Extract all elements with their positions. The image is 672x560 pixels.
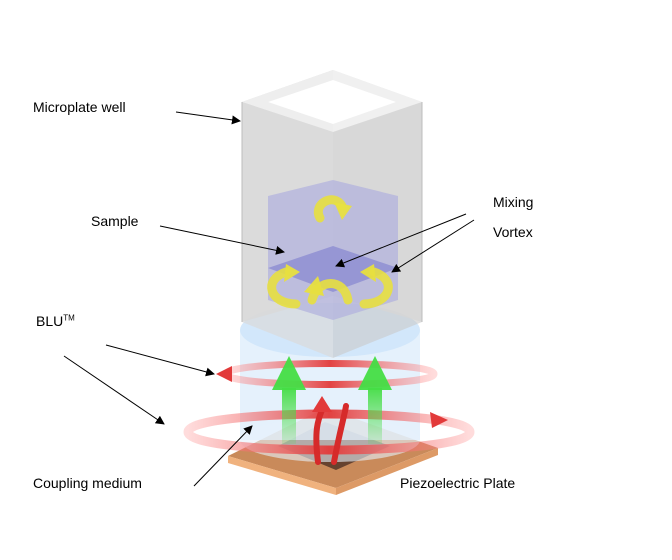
leader-mixing-inner bbox=[335, 213, 467, 268]
label-piezoelectric-plate: Piezoelectric Plate bbox=[400, 475, 516, 491]
label-vortex: Vortex bbox=[493, 224, 533, 240]
acoustic-arrowheads bbox=[216, 366, 448, 428]
leader-sample bbox=[159, 225, 285, 255]
leader-microplate-well bbox=[175, 111, 241, 125]
label-coupling-medium: Coupling medium bbox=[33, 475, 142, 491]
label-blu-tm: TM bbox=[63, 313, 75, 323]
acoustic-wave-rings bbox=[183, 360, 475, 465]
label-microplate-well: Microplate well bbox=[33, 99, 126, 115]
vortex-arrowheads bbox=[284, 202, 376, 296]
sample-liquid bbox=[268, 180, 398, 320]
leader-lines bbox=[63, 111, 475, 487]
label-blu-text: BLU bbox=[36, 313, 64, 329]
leader-blu-lower bbox=[63, 355, 165, 425]
label-sample: Sample bbox=[91, 213, 139, 229]
flow-arrows bbox=[272, 356, 392, 444]
label-mixing: Mixing bbox=[493, 194, 534, 210]
leader-mixing-outer bbox=[391, 219, 475, 273]
label-blu: BLUTM bbox=[36, 313, 75, 329]
leader-coupling-medium bbox=[193, 425, 253, 487]
leader-blu-upper bbox=[105, 344, 215, 377]
